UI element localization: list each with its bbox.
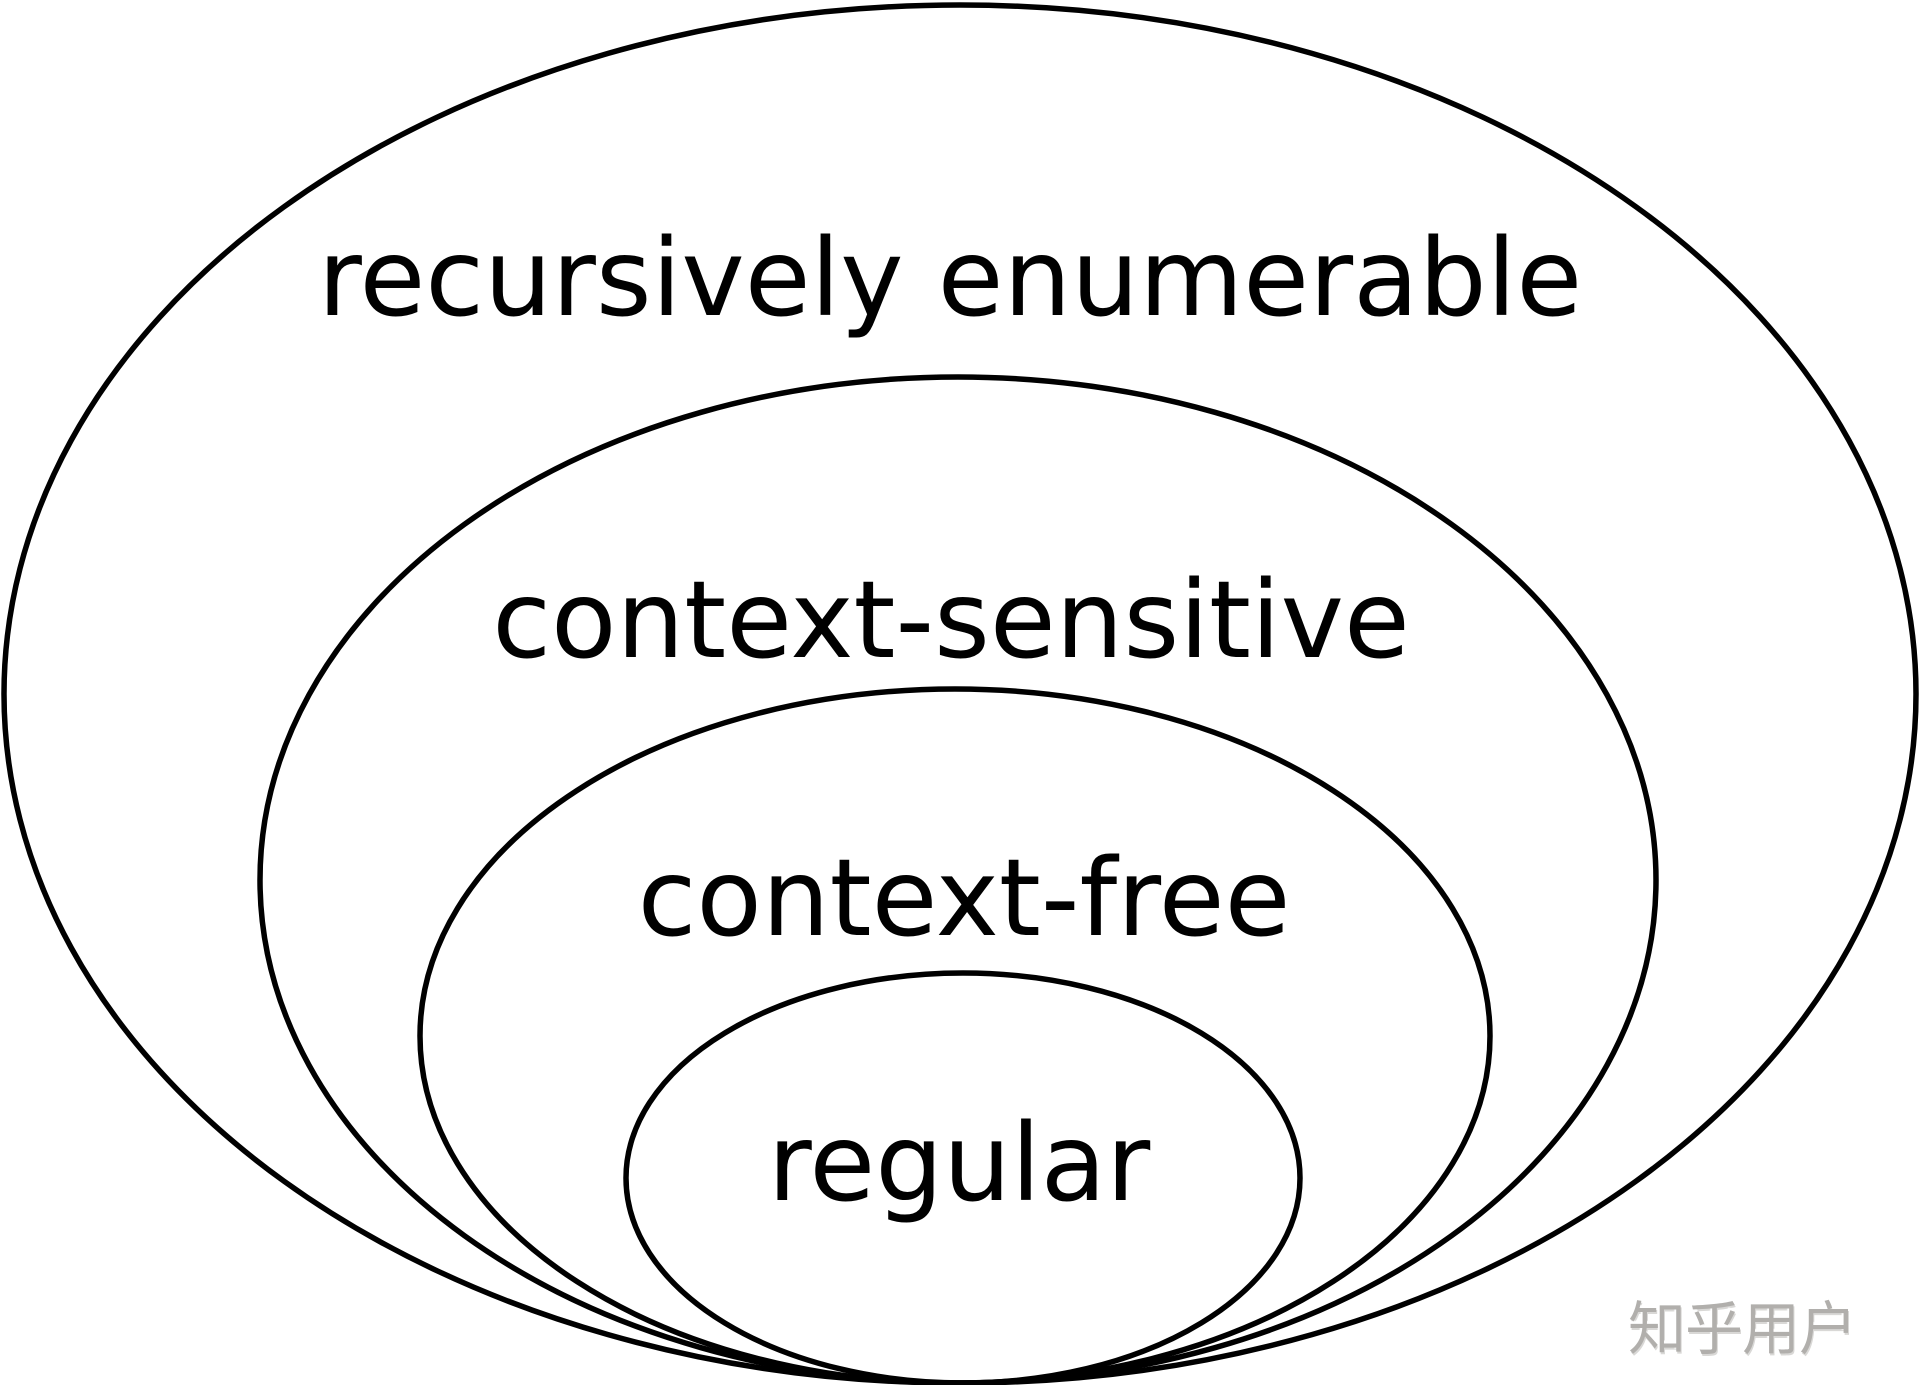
label-context-sensitive: context-sensitive	[492, 559, 1410, 683]
label-recursively-enumerable: recursively enumerable	[318, 217, 1582, 341]
watermark-text: 知乎用户	[1628, 1295, 1857, 1363]
label-context-free: context-free	[638, 837, 1291, 961]
ellipse-context-free	[417, 686, 1493, 1385]
label-regular: regular	[768, 1102, 1151, 1226]
ellipse-regular	[623, 970, 1303, 1385]
